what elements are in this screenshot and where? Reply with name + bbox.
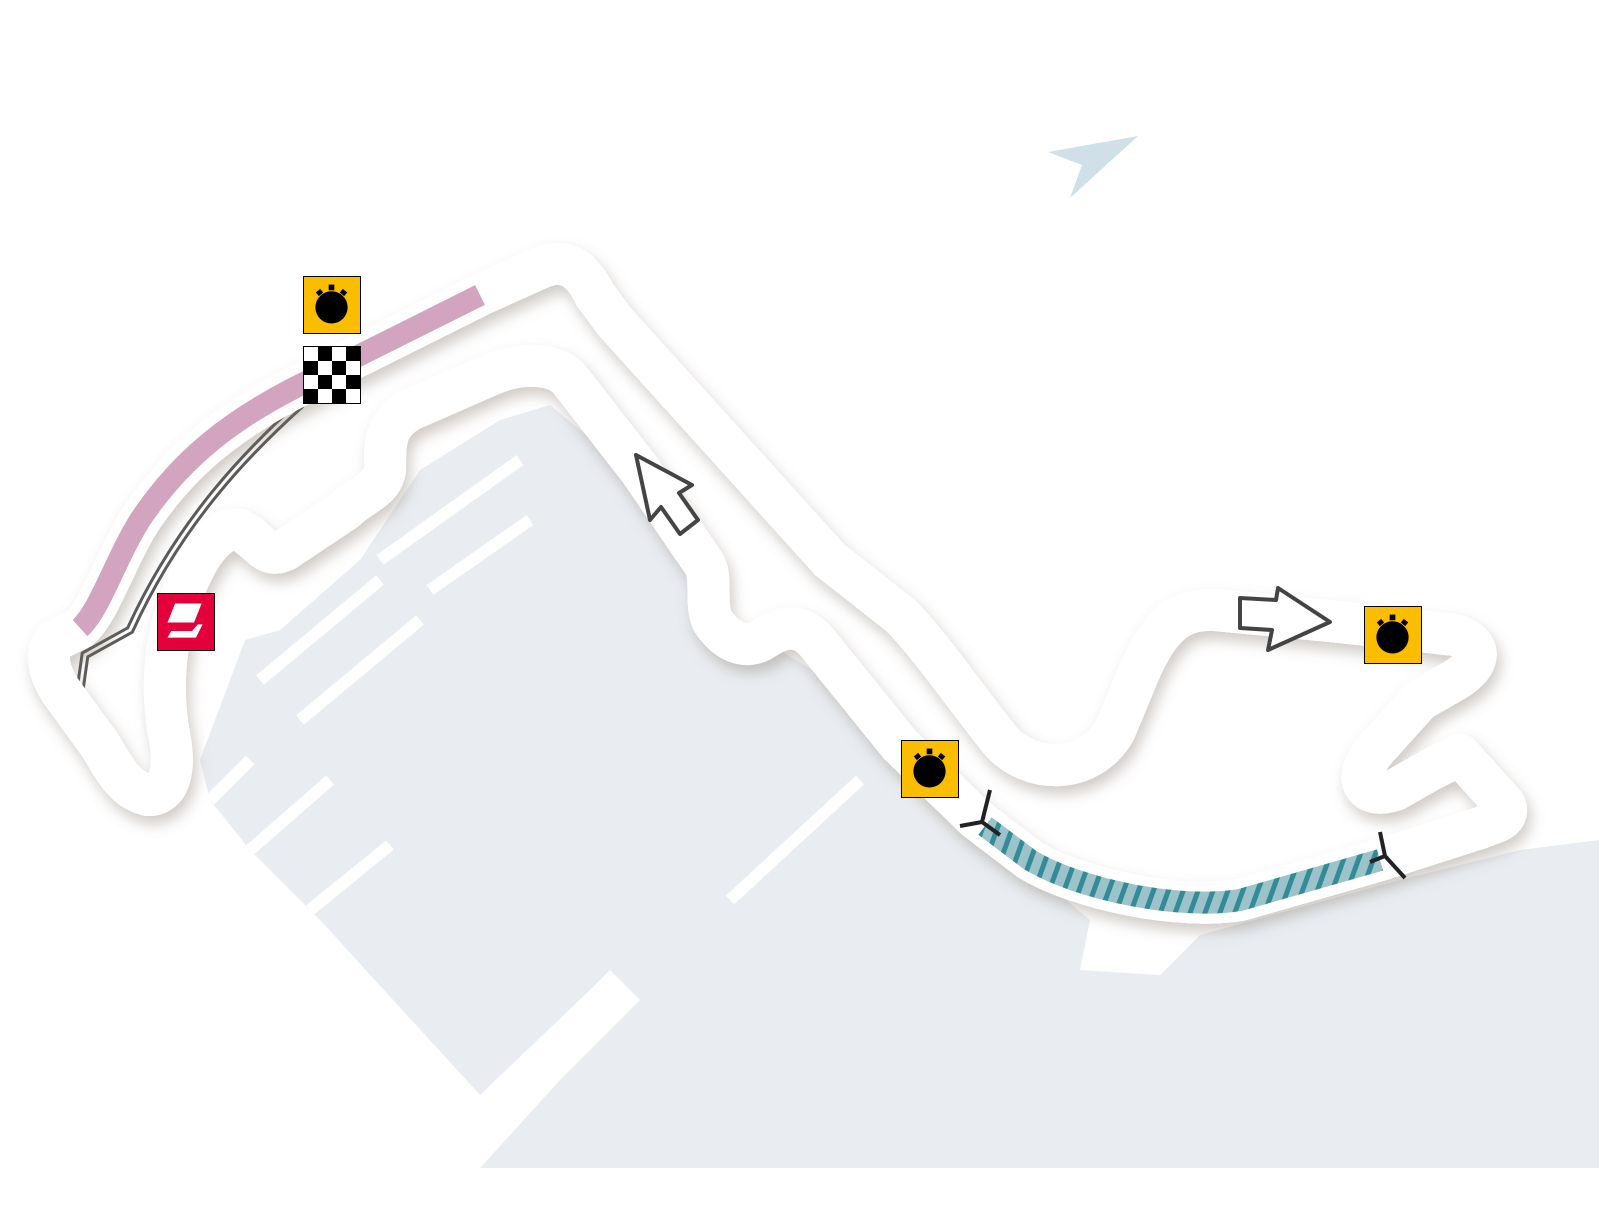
pit-lane-icon: [157, 593, 215, 651]
sector-highlight: [72, 285, 485, 637]
drs-zone: [978, 817, 1384, 914]
stopwatch-icon: [303, 276, 361, 334]
direction-arrow-icon: [1238, 586, 1332, 652]
drs-detection-marks: [959, 789, 1407, 880]
checkered-flag-icon: [303, 346, 361, 404]
land-area: [200, 405, 1599, 1168]
north-arrow-icon: [1048, 136, 1138, 198]
stopwatch-icon: [901, 740, 959, 798]
direction-arrow-icon: [634, 453, 700, 536]
harbour-piers: [205, 455, 865, 915]
stopwatch-icon: [1364, 606, 1422, 664]
race-track: [49, 264, 1506, 903]
